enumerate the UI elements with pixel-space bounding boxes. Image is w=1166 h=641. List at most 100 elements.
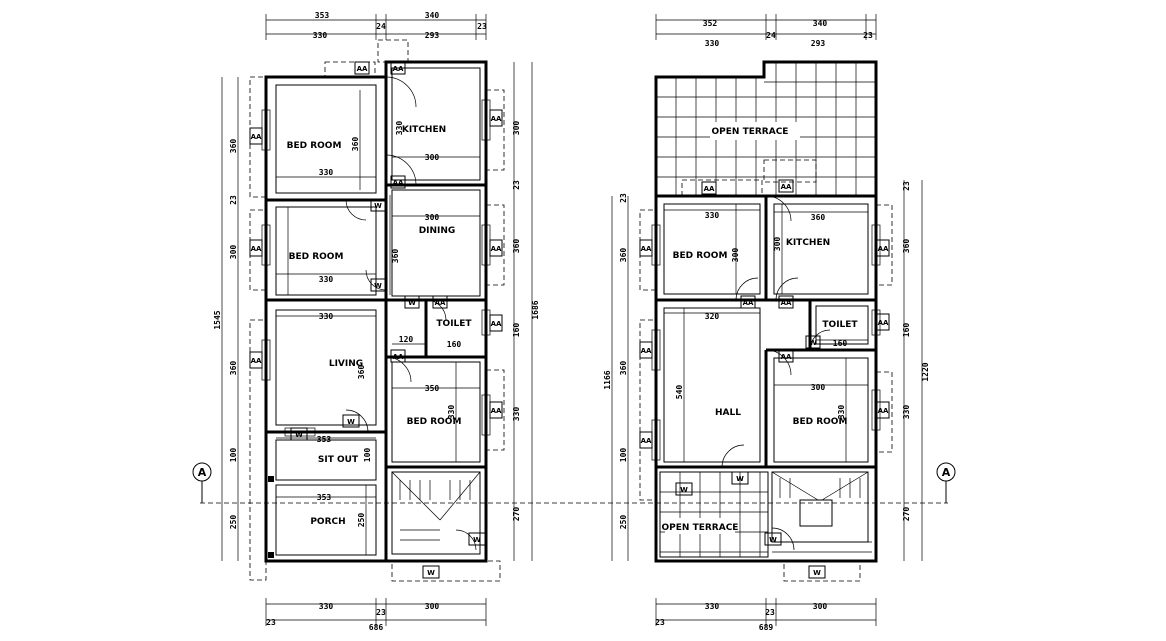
ff-bottom-dim: 689 — [759, 623, 774, 632]
ff-dim: 330 — [705, 211, 720, 220]
gf-bottom-dim: 23 — [266, 618, 276, 627]
gf-dim: 360 — [357, 365, 366, 380]
gf-tags: AA AA AA W W W AA AA W W W W AA AA AA AA… — [249, 61, 503, 579]
window-tag: W — [809, 339, 817, 347]
window-tag: W — [408, 299, 416, 307]
ff-right-dim: 330 — [902, 405, 911, 420]
ff-kitchen-label: KITCHEN — [786, 238, 830, 248]
gf-dim: 360 — [351, 137, 360, 152]
gf-dim: 353 — [317, 435, 332, 444]
gf-dining-label: DINING — [419, 226, 456, 236]
ff-bedroom-1-label: BED ROOM — [673, 251, 728, 261]
ff-open-terrace-bottom-label: OPEN TERRACE — [662, 523, 739, 533]
gf-right-dim: 1686 — [531, 300, 540, 319]
ff-bottom-dim: 330 — [705, 602, 720, 611]
first-floor-plan: OPEN TERRACE BED ROOM KITCHEN TOILET HAL… — [603, 14, 930, 632]
gf-bottom-dim: 23 — [376, 608, 386, 617]
gf-dim: 330 — [319, 275, 334, 284]
door-tag: AA — [357, 65, 368, 73]
gf-right-dim: 23 — [512, 180, 521, 190]
door-tag: AA — [393, 65, 404, 73]
gf-left-dim: 23 — [229, 195, 238, 205]
door-tag: AA — [704, 185, 715, 193]
gf-left-dim: 360 — [229, 139, 238, 154]
gf-bottom-dim: 300 — [425, 602, 440, 611]
ff-dim: 300 — [731, 248, 740, 263]
gf-right-dim: 360 — [512, 239, 521, 254]
gf-dim: 360 — [391, 249, 400, 264]
gf-sit-out-label: SIT OUT — [318, 455, 359, 465]
ff-right-dim: 23 — [902, 181, 911, 191]
section-marker-right: A — [942, 466, 951, 479]
gf-dim: 330 — [395, 121, 404, 136]
door-tag: AA — [393, 179, 404, 187]
ff-right-dim: 160 — [902, 323, 911, 338]
gf-bedroom-1-label: BED ROOM — [287, 141, 342, 151]
ff-left-dim: 1166 — [603, 370, 612, 389]
gf-dim: 350 — [425, 384, 440, 393]
gf-top-dim: 353 — [315, 11, 330, 20]
gf-living-label: LIVING — [329, 359, 363, 369]
ff-dim: 360 — [811, 213, 826, 222]
gf-dim: 330 — [319, 312, 334, 321]
ff-bottom-dim: 23 — [765, 608, 775, 617]
ff-top-dim: 340 — [813, 19, 828, 28]
window-tag: W — [295, 431, 303, 439]
gf-dim: 160 — [447, 340, 462, 349]
ff-tags: AA AA AA AA W AA W W W W AA AA AA AA AA … — [639, 179, 890, 579]
door-tag: AA — [491, 115, 502, 123]
ff-bottom-dim: 300 — [813, 602, 828, 611]
ff-left-dim: 100 — [619, 448, 628, 463]
window-tag: W — [374, 282, 382, 290]
gf-right-dim: 330 — [512, 407, 521, 422]
door-tag: AA — [491, 245, 502, 253]
gf-right-dim: 270 — [512, 507, 521, 522]
door-tag: AA — [251, 133, 262, 141]
door-tag: AA — [781, 353, 792, 361]
gf-dim: 120 — [399, 335, 414, 344]
door-tag: AA — [491, 407, 502, 415]
door-tag: AA — [491, 320, 502, 328]
ff-right-dim: 1220 — [921, 362, 930, 381]
gf-left-dim: 100 — [229, 448, 238, 463]
door-tag: AA — [393, 353, 404, 361]
window-tag: W — [736, 475, 744, 483]
ff-dim: 300 — [811, 383, 826, 392]
ff-top-dim: 293 — [811, 39, 826, 48]
gf-dim: 100 — [363, 448, 372, 463]
door-tag: AA — [251, 245, 262, 253]
door-tag: AA — [878, 319, 889, 327]
gf-dim: 300 — [425, 153, 440, 162]
door-tag: AA — [251, 357, 262, 365]
gf-toilet-label: TOILET — [436, 319, 472, 329]
section-line-a-a: A A — [192, 462, 956, 504]
ff-dim: 300 — [773, 237, 782, 252]
gf-right-dim: 300 — [512, 121, 521, 136]
ff-top-dim: 23 — [863, 31, 873, 40]
window-tag: W — [769, 536, 777, 544]
ff-top-dim: 24 — [766, 31, 776, 40]
ff-dim: 330 — [837, 405, 846, 420]
ff-bedroom-2-label: BED ROOM — [793, 417, 848, 427]
ff-toilet-label: TOILET — [822, 320, 858, 330]
gf-dim: 330 — [319, 168, 334, 177]
gf-bottom-dim: 330 — [319, 602, 334, 611]
gf-right-dim: 160 — [512, 323, 521, 338]
ff-left-dim: 360 — [619, 361, 628, 376]
gf-top-dim: 23 — [477, 22, 487, 31]
gf-dim: 353 — [317, 493, 332, 502]
window-tag: W — [374, 202, 382, 210]
gf-dim: 300 — [425, 213, 440, 222]
ff-open-terrace-top-label: OPEN TERRACE — [712, 127, 789, 137]
ff-dim: 320 — [705, 312, 720, 321]
window-tag: W — [427, 569, 435, 577]
door-tag: AA — [878, 407, 889, 415]
door-tag: AA — [781, 183, 792, 191]
gf-dim: 330 — [447, 405, 456, 420]
ff-bottom-dim: 23 — [655, 618, 665, 627]
door-tag: AA — [641, 347, 652, 355]
window-tag: W — [347, 418, 355, 426]
ff-hall-label: HALL — [715, 408, 741, 418]
gf-left-dim: 360 — [229, 361, 238, 376]
